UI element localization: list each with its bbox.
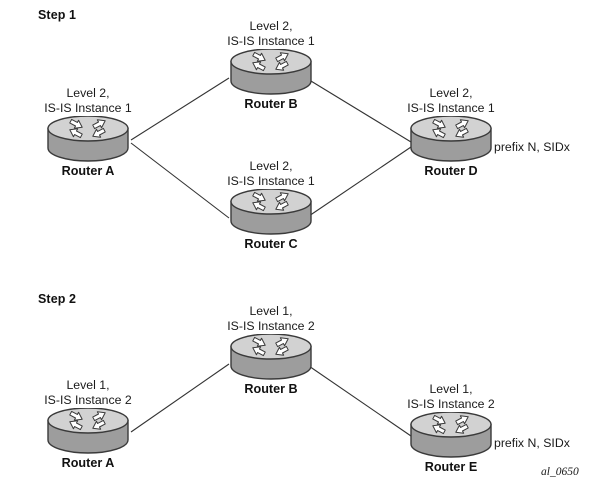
caption-line-2: IS-IS Instance 1 [227,33,315,48]
step2-router-e-node[interactable]: Level 1, IS-IS Instance 2 Router E [407,382,495,474]
step1-router-b-caption: Level 2, IS-IS Instance 1 [227,19,315,48]
link-step1-a-b [130,77,230,141]
step1-router-d-prefix-annotation: prefix N, SIDx [494,140,570,154]
step1-router-a-label: Router A [61,164,115,178]
link-step1-a-c [130,142,230,219]
caption-line-2: IS-IS Instance 2 [227,318,315,333]
router-icon [230,334,312,380]
caption-line-1: Level 1, [66,378,110,392]
caption-line-2: IS-IS Instance 2 [407,396,495,411]
step1-router-b-node[interactable]: Level 2, IS-IS Instance 1 Router B [227,19,315,111]
step2-router-a-label: Router A [61,456,115,470]
router-icon [230,49,312,95]
link-step2-b-e [305,363,412,437]
step-1-title: Step 1 [38,8,77,22]
step2-router-e-prefix-annotation: prefix N, SIDx [494,436,570,450]
caption-line-1: Level 2, [249,19,293,33]
step2-router-e-caption: Level 1, IS-IS Instance 2 [407,382,495,411]
link-step2-a-b [130,363,230,433]
caption-line-2: IS-IS Instance 1 [407,100,495,115]
caption-line-2: IS-IS Instance 2 [44,392,132,407]
step1-router-c-label: Router C [244,237,298,251]
step1-router-d-caption: Level 2, IS-IS Instance 1 [407,86,495,115]
step1-router-a-caption: Level 2, IS-IS Instance 1 [44,86,132,115]
caption-line-2: IS-IS Instance 1 [227,173,315,188]
router-icon [230,189,312,235]
step1-router-d-label: Router D [424,164,478,178]
caption-line-1: Level 1, [249,304,293,318]
step1-router-b-label: Router B [244,97,298,111]
step1-router-c-caption: Level 2, IS-IS Instance 1 [227,159,315,188]
step2-router-a-caption: Level 1, IS-IS Instance 2 [44,378,132,407]
step1-router-d-node[interactable]: Level 2, IS-IS Instance 1 Router D [407,86,495,178]
caption-line-1: Level 1, [429,382,473,396]
router-icon [410,116,492,162]
caption-line-1: Level 2, [429,86,473,100]
router-icon [47,116,129,162]
caption-line-2: IS-IS Instance 1 [44,100,132,115]
step1-router-a-node[interactable]: Level 2, IS-IS Instance 1 Router A [44,86,132,178]
step1-router-c-node[interactable]: Level 2, IS-IS Instance 1 Router C [227,159,315,251]
router-icon [410,412,492,458]
step2-router-b-caption: Level 1, IS-IS Instance 2 [227,304,315,333]
link-step1-c-d [305,146,412,219]
step2-router-e-label: Router E [424,460,478,474]
step2-router-b-label: Router B [244,382,298,396]
caption-line-1: Level 2, [66,86,110,100]
step-2-title: Step 2 [38,292,77,306]
link-step1-b-d [305,77,412,143]
step2-router-a-node[interactable]: Level 1, IS-IS Instance 2 Router A [44,378,132,470]
router-icon [47,408,129,454]
figure-id-label: al_0650 [541,466,579,478]
caption-line-1: Level 2, [249,159,293,173]
step2-router-b-node[interactable]: Level 1, IS-IS Instance 2 Router B [227,304,315,396]
